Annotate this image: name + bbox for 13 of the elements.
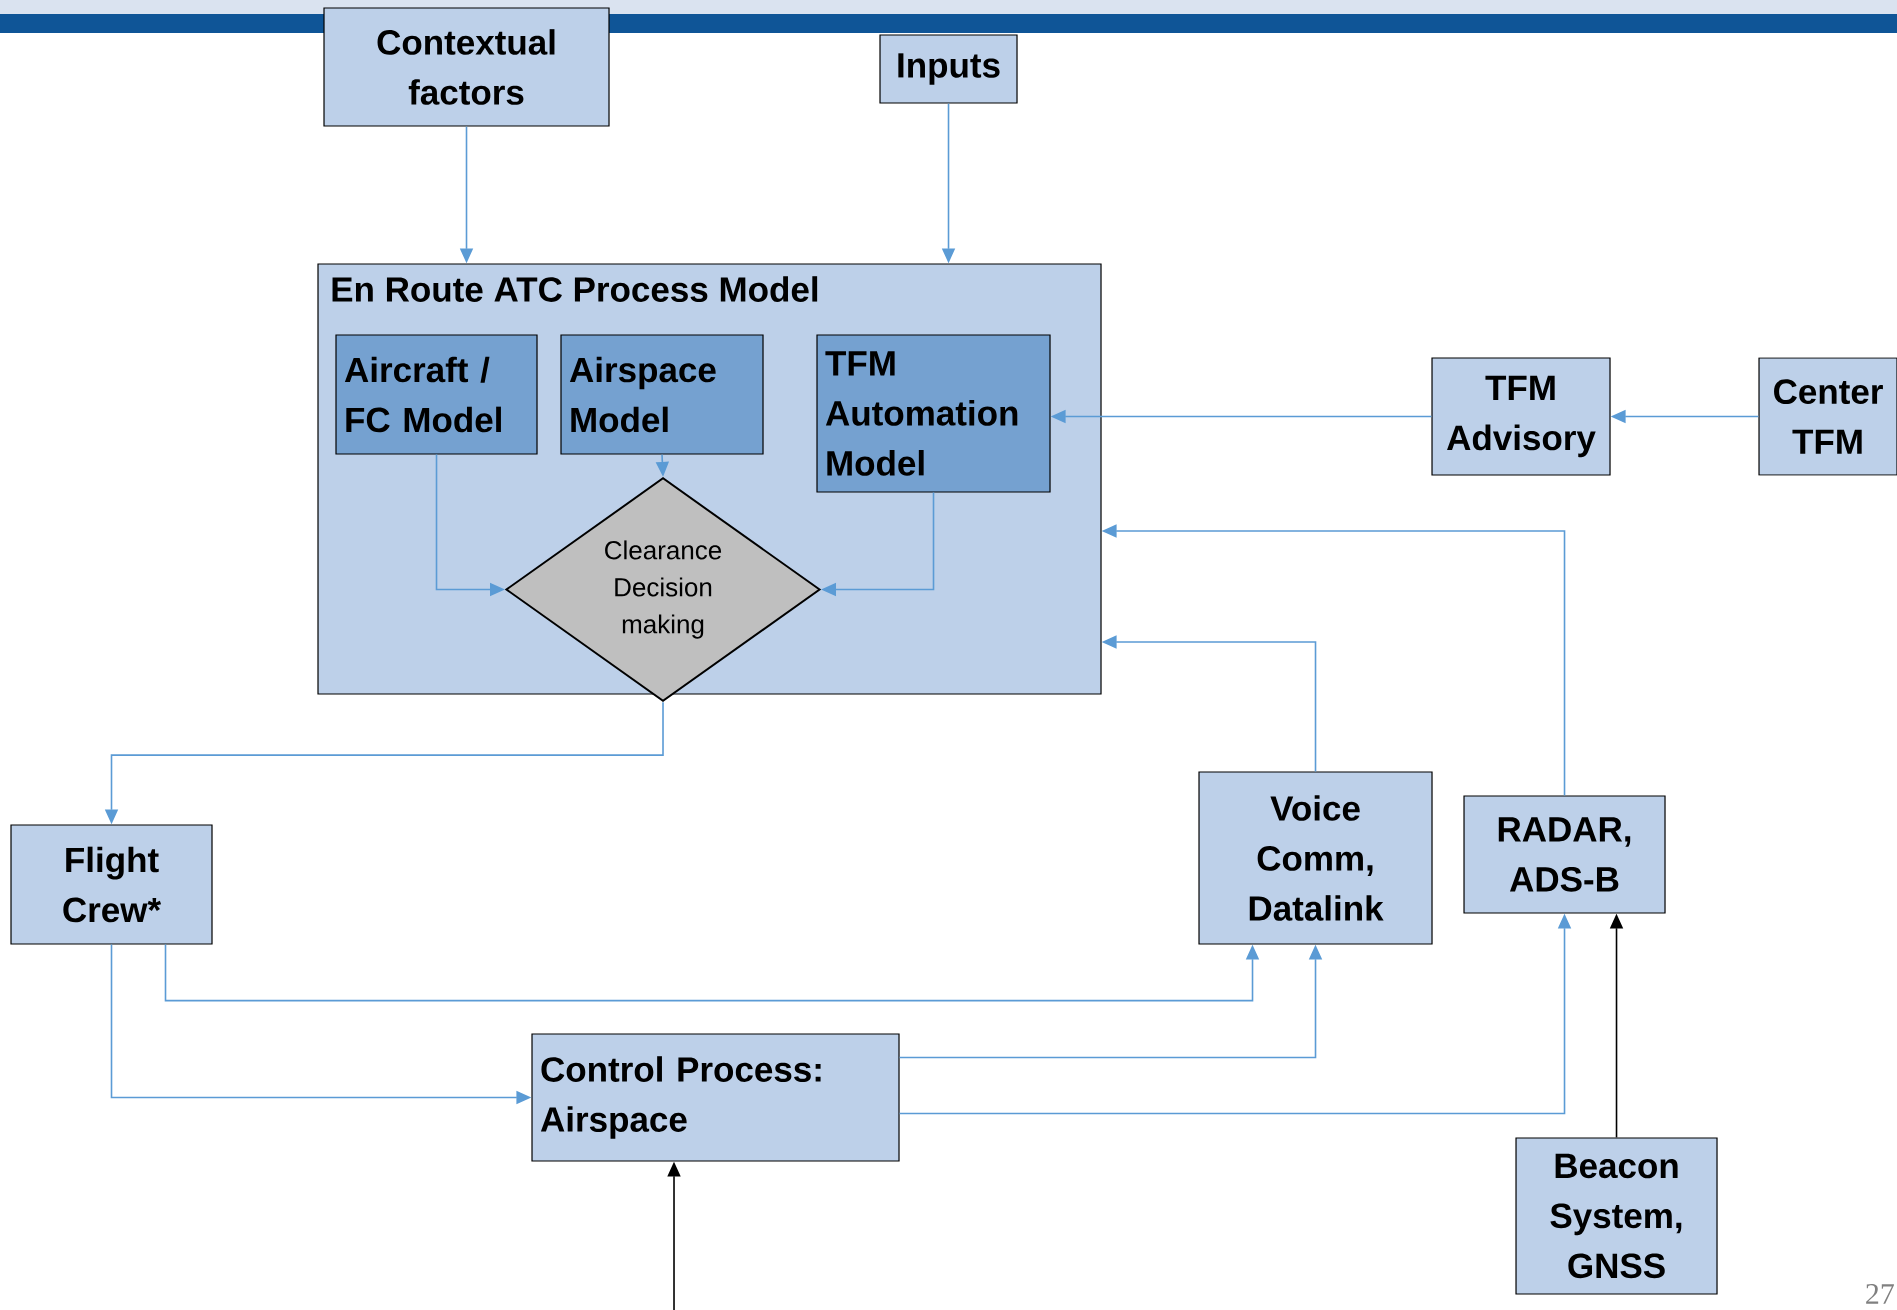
process-box: Beacon System, GNSS	[1515, 1137, 1718, 1295]
process-box: Flight Crew*	[10, 824, 213, 945]
page-number: 27	[1866, 1283, 1894, 1304]
process-box: TFM Advisory	[1431, 357, 1611, 476]
process-box: RADAR, ADS-B	[1463, 795, 1666, 914]
model-box: TFM Automation Model	[816, 334, 1051, 493]
model-box: Aircraft / FC Model	[335, 334, 538, 455]
process-box: Control Process: Airspace	[531, 1033, 900, 1162]
process-box: Inputs	[879, 34, 1018, 104]
process-box: Contextual factors	[323, 7, 610, 127]
process-box: Voice Comm, Datalink	[1198, 771, 1433, 945]
process-box: Center TFM	[1758, 357, 1897, 476]
model-box: Airspace Model	[560, 334, 764, 455]
